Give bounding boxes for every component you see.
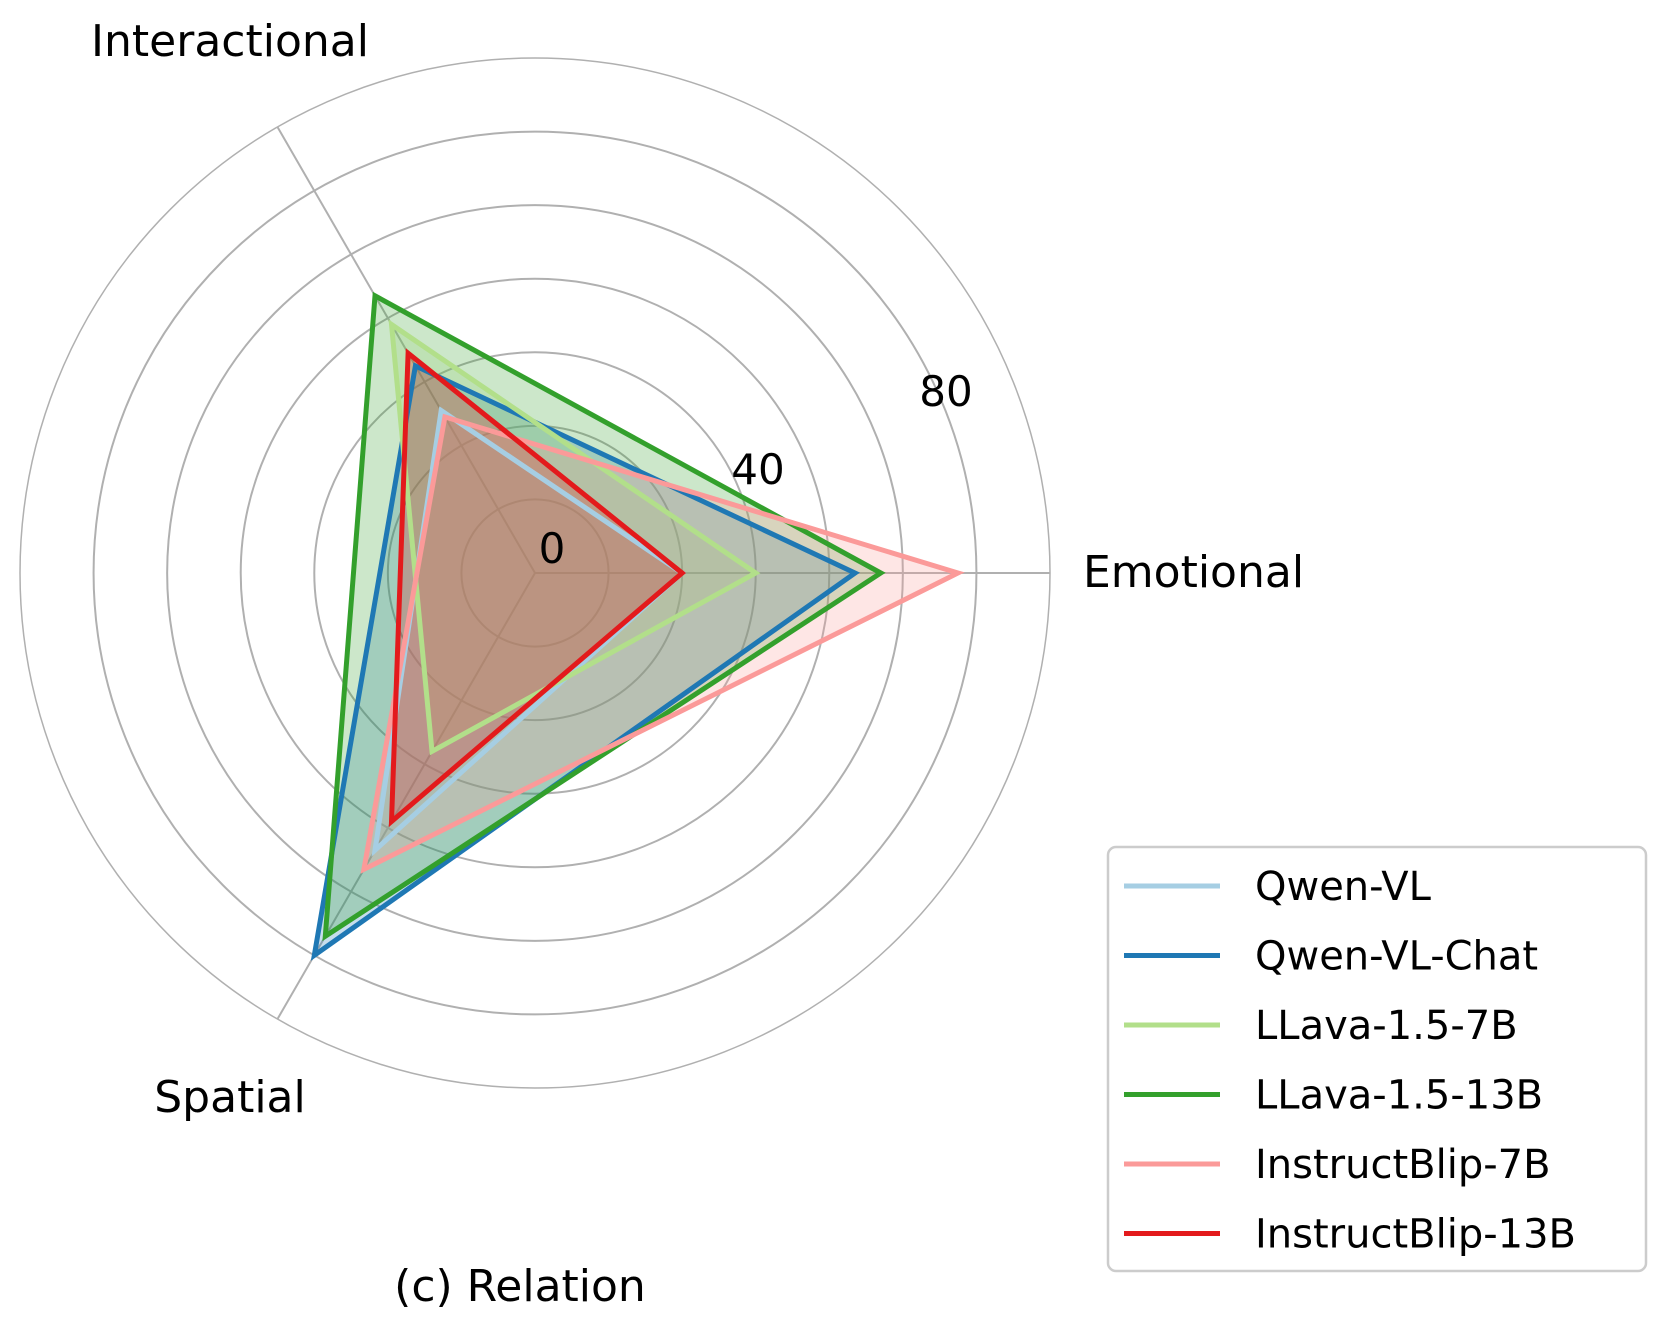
axis-label-0: Emotional [1083,547,1304,598]
legend-label-4: InstructBlip-7B [1255,1142,1551,1188]
radial-tick-0: 0 [539,524,566,573]
series-area-3 [325,295,881,937]
legend-label-2: LLava-1.5-7B [1255,1003,1518,1049]
legend-label-5: InstructBlip-13B [1255,1212,1576,1258]
radial-tick-2: 80 [919,367,972,416]
legend-frame [1106,845,1648,1273]
chart-caption: (c) Relation [394,1261,646,1312]
radar-grid [19,57,1051,1089]
radial-tick-1: 40 [731,445,784,494]
axis-label-1: Interactional [91,16,369,67]
legend-label-1: Qwen-VL-Chat [1255,934,1538,980]
radar-series [310,291,965,961]
series-line-5 [388,348,687,828]
series-line-4 [360,413,965,874]
legend-label-3: LLava-1.5-13B [1255,1073,1543,1119]
legend-label-0: Qwen-VL [1255,864,1432,910]
series-area-2 [391,324,756,752]
series-line-3 [322,291,886,942]
series-line-2 [388,319,761,756]
axis-label-2: Spatial [154,1072,306,1123]
axis-spoke [276,572,536,1020]
series-area-5 [391,353,683,822]
